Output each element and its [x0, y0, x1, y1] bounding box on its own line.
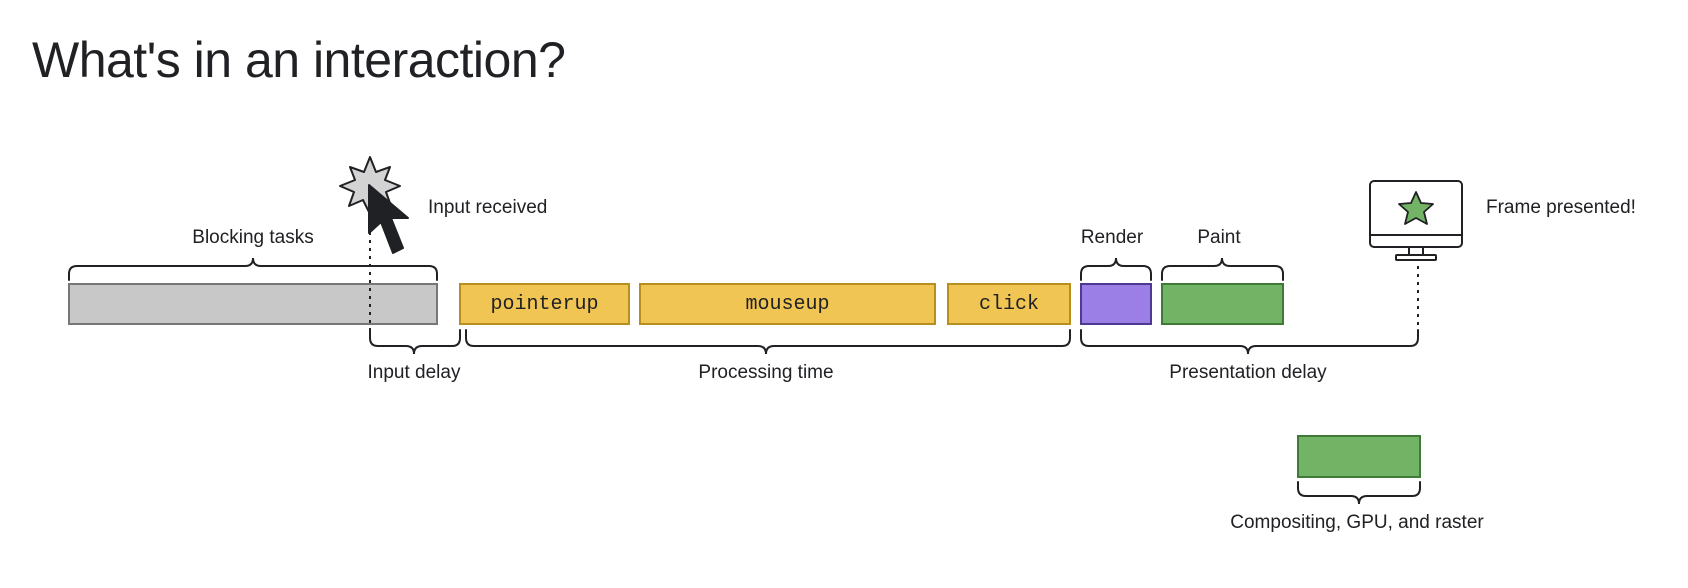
input-delay-brace	[369, 329, 461, 355]
render-brace	[1080, 257, 1152, 281]
mouseup-bar	[639, 283, 936, 325]
presentation-delay-label: Presentation delay	[1169, 362, 1327, 383]
input-delay-label: Input delay	[367, 362, 461, 383]
compositing-bar	[1297, 435, 1421, 478]
monitor-icon	[1369, 180, 1463, 261]
paint-bar	[1161, 283, 1284, 325]
blocking-task-bar	[68, 283, 438, 325]
click-label: click	[978, 292, 1039, 316]
page-title: What's in an interaction?	[32, 32, 566, 88]
paint-label: Paint	[1197, 227, 1241, 248]
presentation-delay-brace	[1080, 329, 1419, 355]
processing-time-label: Processing time	[698, 362, 834, 383]
cursor-icon	[368, 184, 409, 254]
compositing-brace	[1297, 481, 1421, 505]
paint-brace	[1161, 257, 1284, 281]
input-received-label: Input received	[428, 197, 548, 218]
pointerup-bar	[459, 283, 630, 325]
processing-time-brace	[465, 329, 1071, 355]
frame-presented-label: Frame presented!	[1486, 197, 1636, 218]
render-label: Render	[1080, 227, 1144, 248]
render-bar	[1080, 283, 1152, 325]
compositing-label: Compositing, GPU, and raster	[1230, 512, 1484, 533]
blocking-tasks-label: Blocking tasks	[192, 227, 314, 248]
pointerup-label: pointerup	[490, 292, 599, 316]
blocking-tasks-brace	[68, 257, 438, 281]
click-bar	[947, 283, 1071, 325]
mouseup-label: mouseup	[745, 292, 830, 316]
star-icon	[1398, 191, 1434, 225]
